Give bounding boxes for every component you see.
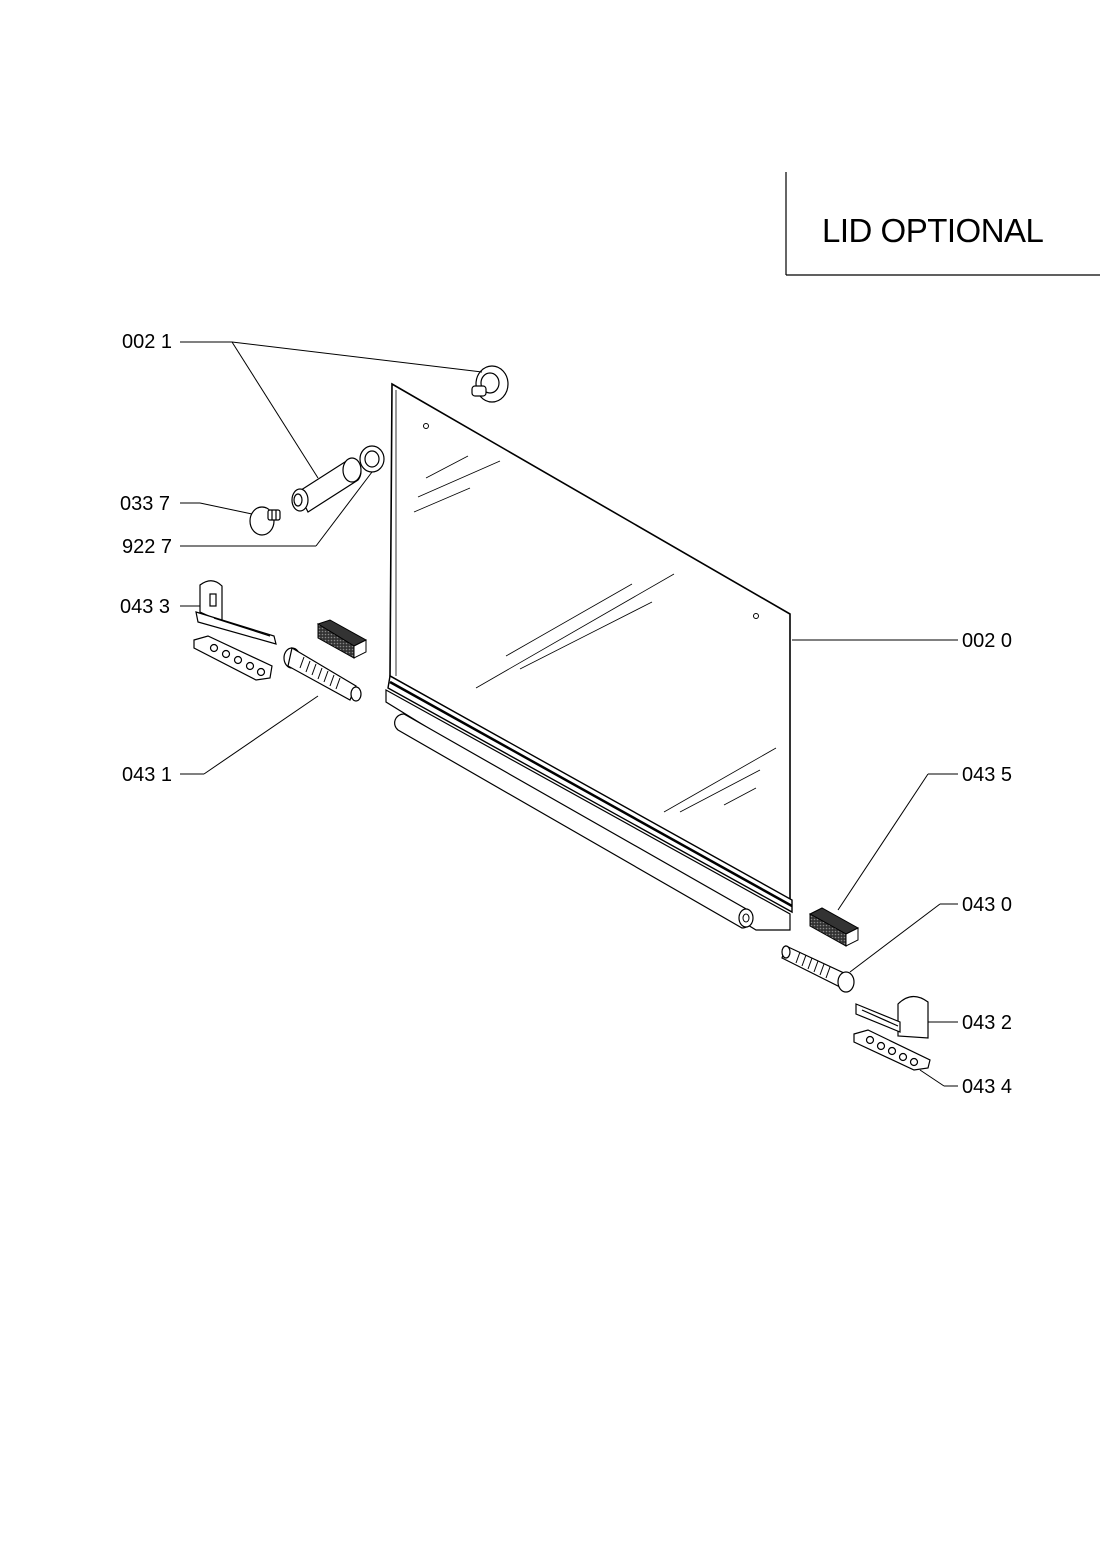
callout-0020: 002 0 [962, 630, 1013, 652]
title-frame [785, 172, 1100, 276]
left-spring-pin [283, 647, 362, 702]
callout-0433: 043 3 [120, 596, 171, 618]
right-perforated-plate [853, 1029, 931, 1071]
left-perforated-plate [193, 635, 273, 681]
callout-0435: 043 5 [962, 764, 1013, 786]
callout-0021: 002 1 [122, 331, 173, 353]
leader-lines [180, 341, 958, 1087]
callout-0432: 043 2 [962, 1012, 1013, 1034]
right-foam-pad [808, 907, 860, 947]
callout-0337: 033 7 [120, 493, 171, 515]
left-hinge-bracket [195, 580, 277, 645]
handle-tube [291, 457, 362, 513]
callout-0431: 043 1 [122, 764, 173, 786]
callout-0434: 043 4 [962, 1076, 1013, 1098]
callout-0430: 043 0 [962, 894, 1013, 916]
lid-knob-top [471, 365, 509, 403]
knob-screw [249, 506, 281, 536]
right-spring-pin [781, 945, 855, 993]
diagram-title: LID OPTIONAL [822, 212, 1044, 249]
left-foam-pad [316, 619, 368, 659]
callout-9227: 922 7 [122, 536, 173, 558]
hinge-rail [385, 674, 793, 931]
glass-lid-panel [389, 382, 791, 902]
right-hinge-bracket [855, 995, 929, 1039]
washer [359, 445, 385, 473]
